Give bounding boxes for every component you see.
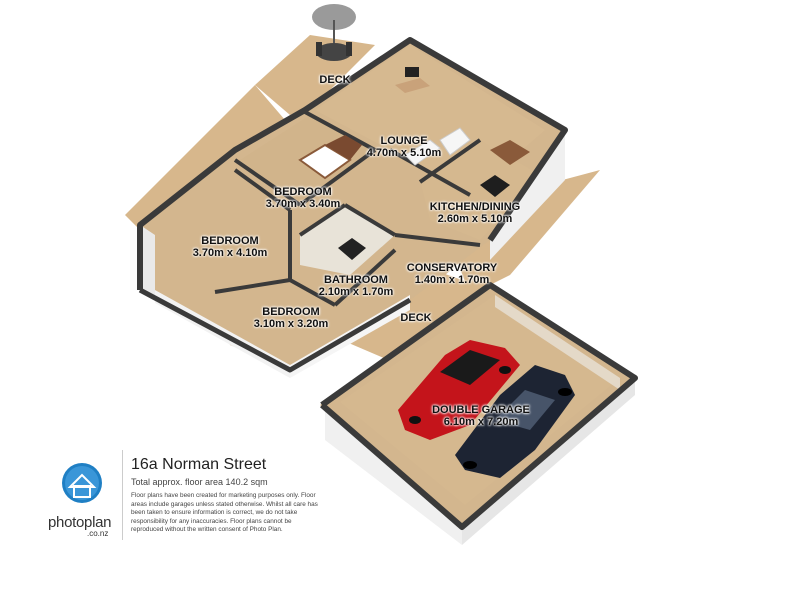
- dining-table-icon: [490, 140, 530, 165]
- deck-left-area: [125, 85, 285, 240]
- disclaimer-text: Floor plans have been created for market…: [131, 492, 318, 534]
- shower-icon: [338, 238, 366, 260]
- sofa-icon: [404, 127, 471, 166]
- address-title: 16a Norman Street: [131, 456, 267, 473]
- logo-wordmark: photoplan: [48, 514, 112, 531]
- floor-area-text: Total approx. floor area 140.2 sqm: [131, 477, 268, 487]
- deck-right-area: [455, 170, 600, 295]
- outer-wall-front: [138, 287, 412, 373]
- bed-icon: [298, 135, 362, 180]
- car-icon: [398, 340, 520, 440]
- deck-mid-area: [330, 265, 490, 365]
- room-label-deck-top: DECK: [319, 74, 351, 86]
- umbrella-icon: [312, 4, 356, 61]
- house-icon: [62, 463, 102, 503]
- wall-face-left: [140, 225, 155, 300]
- outer-wall: [137, 37, 568, 290]
- car-icon: [455, 365, 575, 478]
- tv-icon: [395, 67, 430, 93]
- footer-divider: [122, 450, 123, 540]
- fireplace-icon: [480, 175, 510, 197]
- logo-domain: .co.nz: [87, 529, 109, 538]
- bedroom-2-floor: [150, 170, 290, 290]
- internal-walls: [214, 110, 482, 307]
- room-label-deck-mid: DECK: [400, 312, 432, 324]
